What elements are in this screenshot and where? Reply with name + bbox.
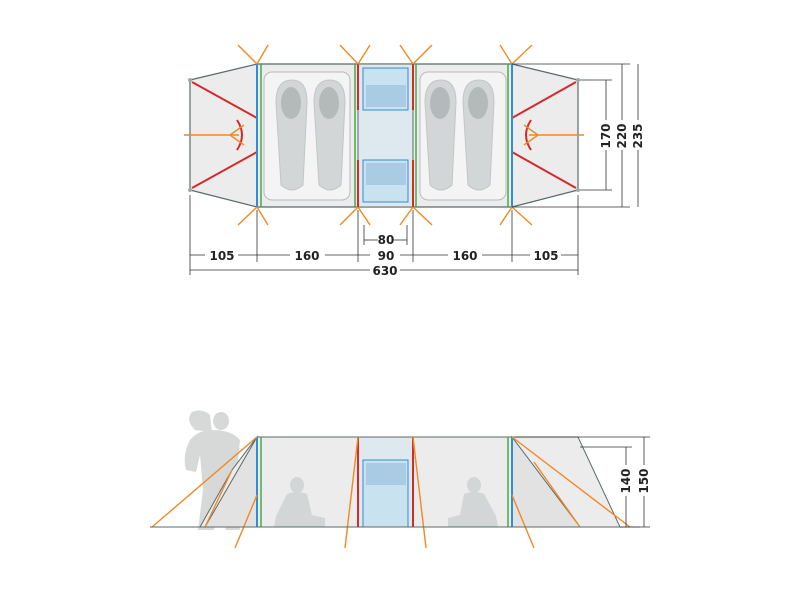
center-window-bottom-inner	[366, 163, 406, 185]
dim-center-inner: 80	[378, 233, 395, 247]
sitting-person-right	[448, 477, 498, 527]
stakes	[188, 78, 580, 192]
dim-total-length: 630	[372, 264, 397, 278]
side-view: 140 150	[150, 410, 651, 549]
pillows	[281, 87, 488, 119]
side-red-poles	[357, 437, 414, 527]
dim-vestibule-left: 105	[209, 249, 234, 263]
dim-total-depth: 235	[631, 123, 645, 148]
dim-room-right: 160	[452, 249, 477, 263]
blue-poles	[256, 64, 513, 207]
dim-room-left: 160	[294, 249, 319, 263]
depth-dimensions: 170 220 235	[512, 63, 645, 208]
side-center-window	[366, 463, 406, 485]
sitting-person-left	[274, 477, 325, 527]
dim-total-height: 150	[637, 468, 651, 493]
dim-inner-depth: 170	[599, 123, 613, 148]
side-green-poles	[260, 437, 509, 527]
dim-inner-height: 140	[619, 468, 633, 493]
dim-vestibule-right: 105	[533, 249, 558, 263]
red-poles	[191, 64, 577, 207]
top-view: 105 160 80 90 160 105 630 170 220 235	[184, 44, 645, 278]
width-dimensions: 105 160 80 90 160 105 630	[189, 195, 579, 278]
dim-room-depth: 220	[615, 123, 629, 148]
green-poles	[260, 64, 509, 207]
dim-center: 90	[378, 249, 395, 263]
guylines-top	[184, 44, 584, 226]
center-window-top-inner	[366, 85, 406, 107]
side-blue-poles	[256, 437, 513, 527]
side-guylines	[151, 436, 631, 549]
height-dimensions: 140 150	[515, 436, 651, 528]
